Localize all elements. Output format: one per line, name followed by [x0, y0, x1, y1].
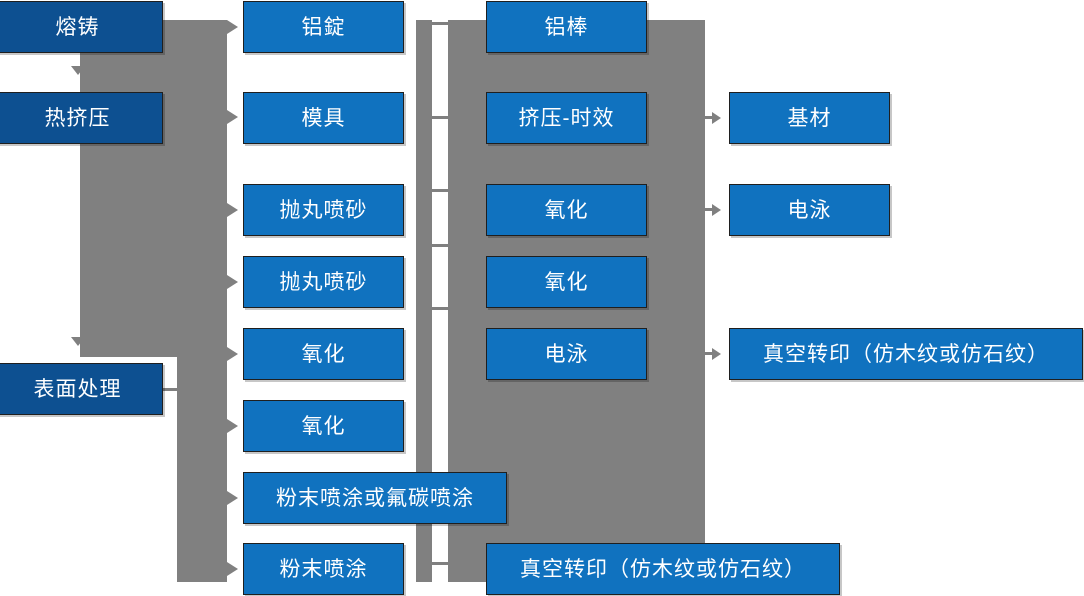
process-box-aluminum-ingot[interactable]: 铝錠: [243, 1, 404, 53]
rung-4: [432, 244, 448, 247]
process-box-mould[interactable]: 模具: [243, 92, 404, 144]
connector-bar-mid-left: [416, 20, 432, 582]
process-box-vacuum-transfer-bottom[interactable]: 真空转印（仿木纹或仿石纹）: [486, 543, 840, 595]
connector-block-stage-wide: [80, 20, 227, 357]
rung-6: [432, 562, 448, 565]
product-arrow-head-3: [712, 348, 721, 360]
stage-arrow-down-2: [71, 337, 85, 346]
product-arrow-head-1: [712, 112, 721, 124]
process-box-oxidation-4[interactable]: 氧化: [486, 256, 647, 308]
product-arrow-line-3: [705, 352, 717, 355]
product-arrow-line-2: [705, 208, 717, 211]
stage-arrow-row-8: [227, 562, 238, 576]
product-box-electrophoresis[interactable]: 电泳: [729, 184, 890, 236]
rung-1: [432, 22, 448, 25]
process-box-oxidation-3[interactable]: 氧化: [486, 184, 647, 236]
stage-arrow-row-2: [227, 110, 238, 124]
process-box-aluminum-bar[interactable]: 铝棒: [486, 1, 647, 53]
stage-arrow-row-5: [227, 347, 238, 361]
process-box-oxidation-1[interactable]: 氧化: [243, 328, 404, 380]
stage-arrow-row-1: [227, 20, 238, 34]
rung-3: [432, 189, 448, 192]
product-box-vacuum-print[interactable]: 真空转印（仿木纹或仿石纹）: [729, 328, 1083, 380]
process-box-shot-blast-1[interactable]: 抛丸喷砂: [243, 184, 404, 236]
rung-2: [432, 116, 448, 119]
connector-block-stage-narrow: [177, 357, 227, 582]
stage-arrow-row-6: [227, 419, 238, 433]
stage-box-surface-treat[interactable]: 表面处理: [0, 363, 163, 415]
surface-treatment-stub: [163, 388, 181, 391]
stage-arrow-row-3: [227, 203, 238, 217]
stage-arrow-row-7: [227, 491, 238, 505]
product-arrow-line-1: [705, 116, 717, 119]
process-box-shot-blast-2[interactable]: 抛丸喷砂: [243, 256, 404, 308]
process-box-powder-or-pvdf[interactable]: 粉末喷涂或氟碳喷涂: [243, 472, 507, 524]
process-box-oxidation-2[interactable]: 氧化: [243, 400, 404, 452]
stage-arrow-down-1: [71, 66, 85, 75]
stage-box-hot-extrusion[interactable]: 热挤压: [0, 92, 163, 144]
rung-5: [432, 307, 448, 310]
process-box-electrophoresis[interactable]: 电泳: [486, 328, 647, 380]
stage-arrow-row-4: [227, 275, 238, 289]
product-arrow-head-2: [712, 204, 721, 216]
product-box-substrate[interactable]: 基材: [729, 92, 890, 144]
process-box-powder-coating[interactable]: 粉末喷涂: [243, 543, 404, 595]
process-box-extrude-aging[interactable]: 挤压-时效: [486, 92, 647, 144]
stage-box-melt-cast[interactable]: 熔铸: [0, 1, 163, 53]
